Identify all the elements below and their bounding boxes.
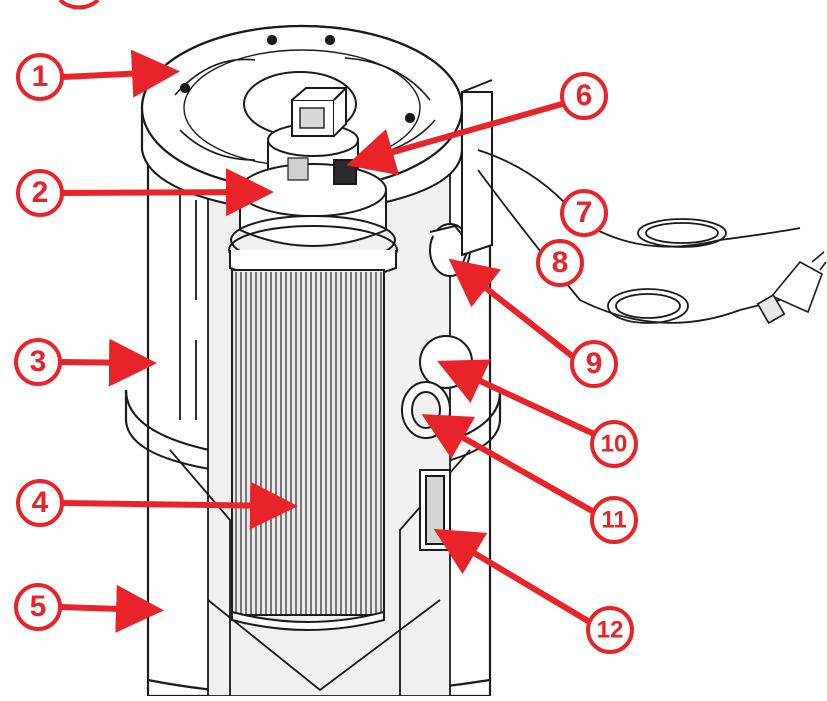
callout-arrows	[57, 49, 597, 633]
callout-circle	[560, 189, 608, 237]
callout-number: 8	[552, 246, 569, 279]
callout-number: 9	[586, 347, 603, 380]
callout-circle	[586, 606, 634, 654]
callout-circle	[14, 583, 62, 631]
arrow-6	[346, 101, 565, 176]
arrow-4	[59, 481, 298, 530]
arrow-9	[448, 258, 575, 359]
callout-circle	[16, 479, 64, 527]
callout-2: 2	[16, 169, 64, 217]
callout-number: 2	[32, 176, 49, 209]
pleated-filter	[231, 269, 385, 631]
callout-circle	[16, 169, 64, 217]
arrow-1	[59, 49, 180, 98]
arrow-5	[57, 584, 164, 633]
side-fittings	[401, 79, 493, 551]
callout-number: 4	[32, 486, 49, 519]
callout-number: 3	[30, 345, 47, 378]
callout-8: 8	[536, 239, 584, 287]
callout-number: 12	[597, 616, 624, 643]
callout-circle	[590, 496, 638, 544]
arrow-2	[59, 168, 274, 217]
arrow-10	[437, 359, 597, 437]
callout-number: 11	[601, 506, 626, 533]
callout-9: 9	[570, 340, 618, 388]
arrow-11	[421, 414, 597, 515]
arrow-12	[433, 528, 591, 624]
callout-4: 4	[16, 479, 64, 527]
callout-7: 7	[560, 189, 608, 237]
callout-circle	[590, 420, 638, 468]
plug-icon	[756, 251, 827, 325]
callout-3: 3	[14, 338, 62, 386]
callout-circle	[16, 53, 64, 101]
callout-number: 6	[576, 79, 593, 112]
callout-circle	[570, 340, 618, 388]
callout-number: 7	[576, 196, 593, 229]
callout-10: 10	[590, 420, 638, 468]
callout-number: 1	[32, 60, 49, 93]
callout-circle	[536, 239, 584, 287]
callout-circle	[14, 338, 62, 386]
callout-circle	[560, 72, 608, 120]
callout-number: 10	[601, 430, 628, 457]
callout-6: 6	[560, 72, 608, 120]
callout-number: 5	[30, 590, 47, 623]
callout-5: 5	[14, 583, 62, 631]
callout-12: 12	[586, 606, 634, 654]
power-cord	[477, 149, 801, 324]
arrow-3	[57, 338, 157, 387]
callout-11: 11	[590, 496, 638, 544]
partial-circle-top	[58, 0, 100, 10]
callout-1: 1	[16, 53, 64, 101]
